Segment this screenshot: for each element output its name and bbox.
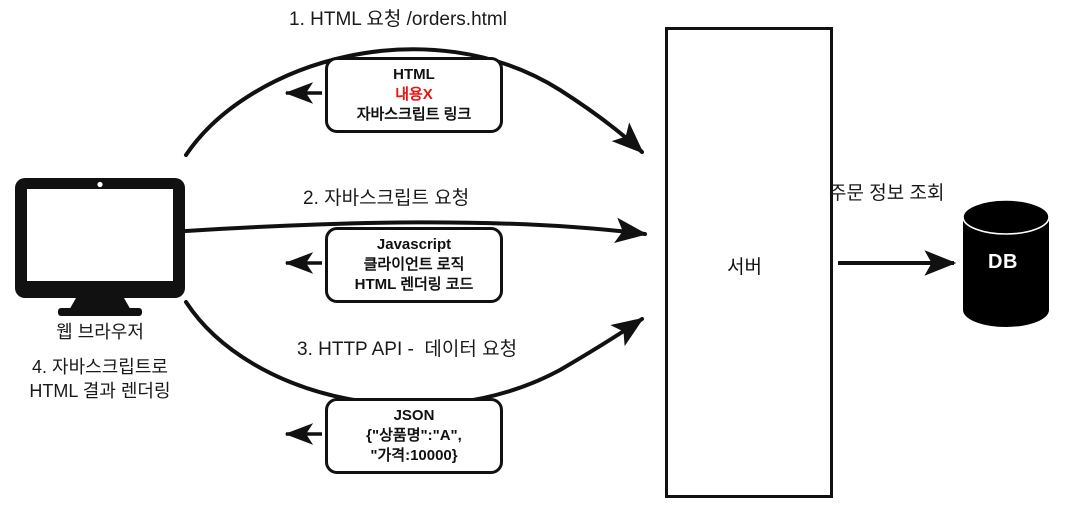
browser-step4-line1: 4. 자바스크립트로 [32,357,168,377]
edge-label-step1: 1. HTML 요청 /orders.html [289,9,507,30]
html-response-line2: 내용X [395,86,433,104]
database-label: DB [988,251,1018,273]
request-curve-1 [184,47,644,157]
html-response-box: HTML 내용X 자바스크립트 링크 [325,57,503,133]
edge-label-step2: 2. 자바스크립트 요청 [303,188,470,209]
server-box [665,27,833,498]
json-response-line2: {"상품명":"A", [366,427,462,445]
browser-step4-line2: HTML 결과 렌더링 [29,381,171,401]
browser-caption: 웹 브라우저 [56,322,144,342]
desktop-monitor-icon [15,178,185,316]
request-curve-2 [184,217,648,244]
javascript-response-line3: HTML 렌더링 코드 [354,275,474,293]
database-cylinder-icon [962,199,1050,327]
json-response-line1: JSON [393,407,435,425]
javascript-response-box: Javascript 클라이언트 로직 HTML 렌더링 코드 [325,227,503,303]
json-response-box: JSON {"상품명":"A", "가격:10000} [325,398,503,474]
edge-label-step3: 3. HTTP API - 데이터 요청 [297,339,518,360]
javascript-response-line2: 클라이언트 로직 [363,256,465,274]
json-response-line3: "가격:10000} [370,446,458,464]
server-label: 서버 [727,257,762,278]
javascript-response-line1: Javascript [376,236,452,254]
html-response-line1: HTML [393,66,435,84]
html-response-line3: 자바스크립트 링크 [356,105,472,123]
edge-label-server-db: 주문 정보 조회 [829,183,945,204]
